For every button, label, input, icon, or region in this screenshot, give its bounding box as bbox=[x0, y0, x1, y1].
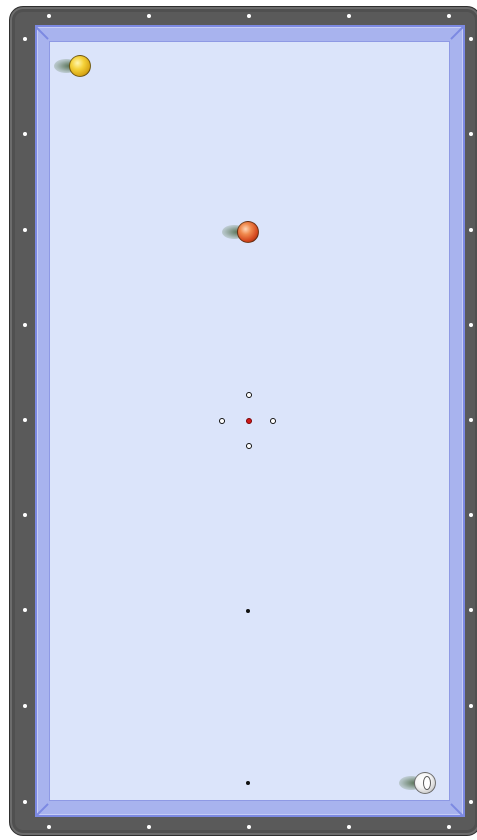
rail-diamond bbox=[147, 825, 151, 829]
rail-diamond bbox=[469, 800, 473, 804]
rail-diamond bbox=[23, 418, 27, 422]
rail-diamond bbox=[447, 825, 451, 829]
spot-marker-right bbox=[270, 418, 276, 424]
yellow-ball-icon[interactable] bbox=[69, 55, 91, 77]
rail-diamond bbox=[23, 323, 27, 327]
cue-ball-highlight bbox=[423, 776, 431, 790]
rail-diamond bbox=[47, 14, 51, 18]
red-ball-icon[interactable] bbox=[237, 221, 259, 243]
rail-diamond bbox=[469, 513, 473, 517]
rail-diamond bbox=[469, 132, 473, 136]
rail-diamond bbox=[469, 704, 473, 708]
rail-diamond bbox=[469, 323, 473, 327]
rail-diamond bbox=[347, 825, 351, 829]
rail-diamond bbox=[247, 825, 251, 829]
rail-diamond bbox=[23, 800, 27, 804]
rail-diamond bbox=[469, 37, 473, 41]
table-spot bbox=[246, 609, 250, 613]
rail-diamond bbox=[147, 14, 151, 18]
rail-diamond bbox=[469, 418, 473, 422]
spot-marker-left bbox=[219, 418, 225, 424]
rail-diamond bbox=[23, 513, 27, 517]
rail-diamond bbox=[469, 608, 473, 612]
rail-diamond bbox=[247, 14, 251, 18]
table-spot bbox=[246, 781, 250, 785]
rail-diamond bbox=[469, 228, 473, 232]
rail-diamond bbox=[23, 704, 27, 708]
spot-marker-top bbox=[246, 392, 252, 398]
center-spot-marker bbox=[246, 418, 252, 424]
rail-diamond bbox=[347, 14, 351, 18]
rail-diamond bbox=[447, 14, 451, 18]
rail-diamond bbox=[23, 228, 27, 232]
rail-diamond bbox=[23, 608, 27, 612]
rail-diamond bbox=[47, 825, 51, 829]
rail-diamond bbox=[23, 37, 27, 41]
spot-marker-bottom bbox=[246, 443, 252, 449]
rail-diamond bbox=[23, 132, 27, 136]
